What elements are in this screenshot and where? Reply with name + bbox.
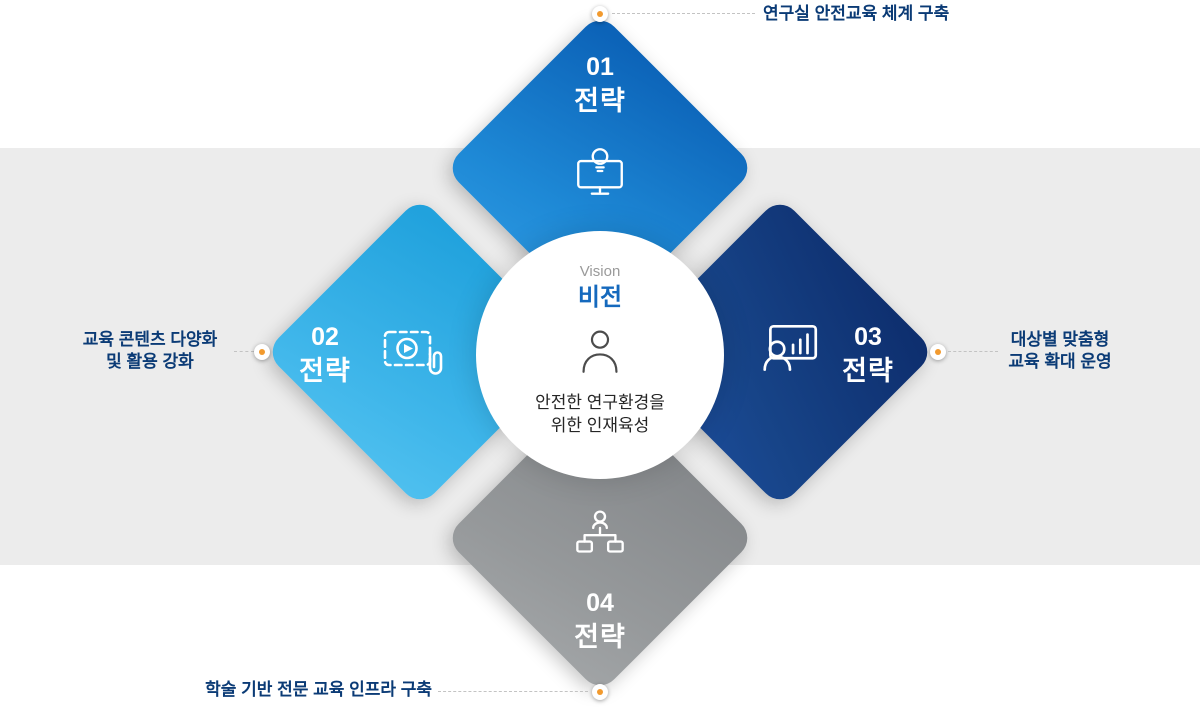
strategy-04-text: 04 전략 — [500, 588, 700, 653]
vision-eyebrow: Vision — [579, 263, 621, 280]
leader-line-03 — [948, 351, 998, 352]
callout-dot-02 — [254, 344, 270, 360]
callout-strategy-02-line1: 교육 콘텐츠 다양화 — [82, 330, 218, 349]
strategy-03-label: 전략 — [842, 356, 894, 386]
org-chart-icon — [576, 510, 624, 553]
callout-strategy-03: 대상별 맞춤형 교육 확대 운영 — [1000, 329, 1120, 373]
strategy-03-number: 03 — [854, 323, 882, 351]
leader-line-04 — [438, 691, 588, 692]
callout-strategy-01: 연구실 안전교육 체계 구축 — [763, 4, 950, 23]
callout-dot-03 — [930, 344, 946, 360]
callout-strategy-02: 교육 콘텐츠 다양화 및 활용 강화 — [70, 329, 230, 373]
vision-content: Vision 비전 안전한 연구환경을 위한 인재육성 — [476, 231, 724, 479]
leader-line-02 — [234, 351, 254, 352]
vision-description-line1: 안전한 연구환경을 — [535, 393, 665, 412]
strategy-02-text: 02 전략 — [270, 322, 380, 387]
leader-line-01 — [612, 13, 755, 14]
callout-dot-01 — [592, 6, 608, 22]
callout-strategy-04: 학술 기반 전문 교육 인프라 구축 — [205, 680, 432, 699]
video-paperclip-icon — [383, 330, 443, 375]
monitor-lightbulb-icon — [577, 148, 623, 195]
strategy-03-text: 03 전략 — [818, 322, 918, 387]
strategy-01-text: 01 전략 — [490, 52, 710, 117]
strategy-04-label: 전략 — [574, 622, 626, 652]
callout-strategy-03-line2: 교육 확대 운영 — [1008, 352, 1112, 371]
strategy-01-number: 01 — [586, 53, 614, 81]
strategy-04-number: 04 — [586, 589, 614, 617]
strategy-02-label: 전략 — [299, 356, 351, 386]
vision-description: 안전한 연구환경을 위한 인재육성 — [535, 391, 665, 437]
strategy-01-label: 전략 — [574, 86, 626, 116]
callout-strategy-03-line1: 대상별 맞춤형 — [1010, 330, 1110, 349]
person-outline-icon — [582, 330, 618, 373]
vision-title: 비전 — [577, 284, 623, 311]
person-chart-icon — [763, 324, 818, 371]
vision-description-line2: 위한 인재육성 — [550, 416, 650, 435]
callout-dot-04 — [592, 684, 608, 700]
callout-strategy-02-line2: 및 활용 강화 — [106, 352, 194, 371]
strategy-02-number: 02 — [311, 323, 339, 351]
